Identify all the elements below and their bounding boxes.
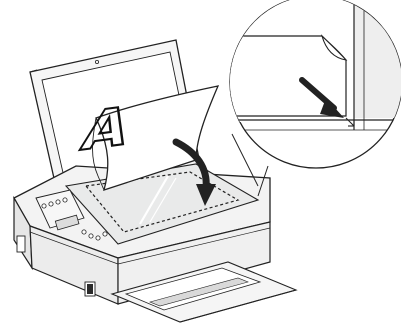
document-sheet: A: [75, 85, 220, 191]
output-tray: [110, 261, 298, 323]
panel-buttons: [41, 197, 108, 241]
corner-detail-callout: [229, 0, 401, 169]
diagonal-arrow-icon: [299, 77, 344, 118]
control-panel: [35, 189, 108, 241]
callout-leader-lines: [231, 133, 269, 197]
corner-registration-mark-icon: [345, 117, 355, 127]
curved-arrow-icon: [172, 138, 216, 206]
document-area-outline: [84, 171, 240, 233]
panel-display: [54, 214, 80, 231]
memory-card-slots: [16, 235, 96, 297]
